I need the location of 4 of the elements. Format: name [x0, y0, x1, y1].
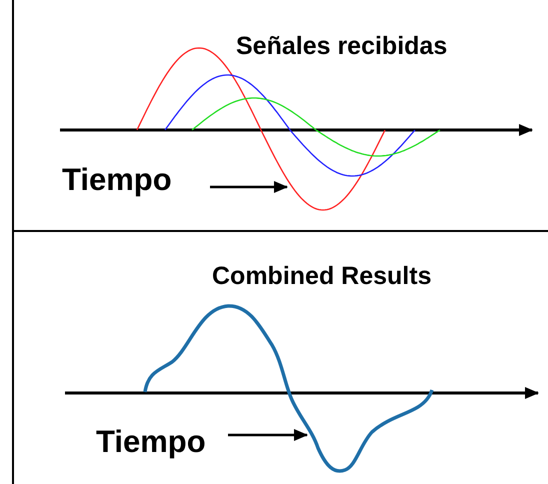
axis-label: Tiempo: [96, 424, 206, 460]
panel-heading: Señales recibidas: [236, 32, 448, 61]
panel-heading: Combined Results: [212, 262, 432, 291]
axis-label: Tiempo: [62, 162, 172, 198]
